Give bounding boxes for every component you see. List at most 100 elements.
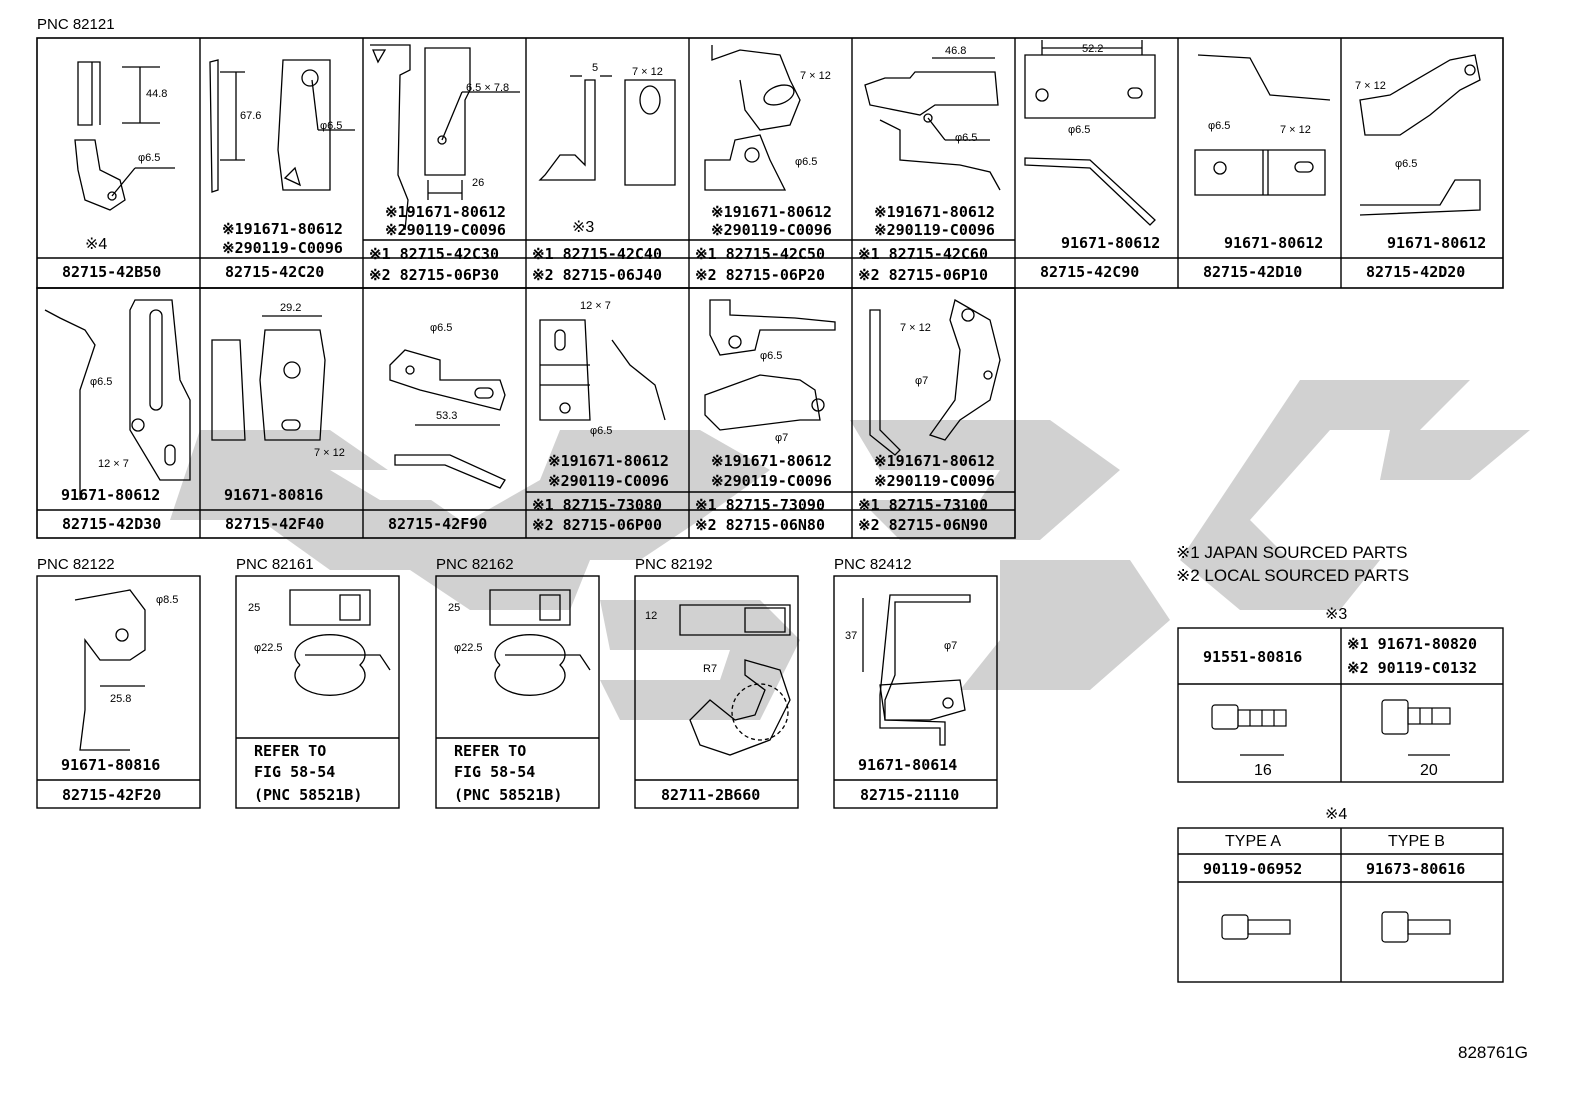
pnc-label: PNC 82162 <box>436 556 514 573</box>
dim-label: 25 <box>248 602 261 614</box>
dim-label: φ8.5 <box>156 594 179 606</box>
part-number[interactable]: 82715-42F40 <box>225 515 325 533</box>
part-number[interactable]: 82715-42B50 <box>62 263 162 281</box>
local-part-number[interactable]: ※2 82715-06N90 <box>858 516 988 534</box>
japan-part-number[interactable]: ※1 82715-42C50 <box>695 245 825 263</box>
japan-part-number[interactable]: ※1 82715-42C30 <box>369 245 499 263</box>
japan-part-number[interactable]: ※1 82715-73100 <box>858 496 988 514</box>
japan-part-number[interactable]: ※1 82715-73080 <box>532 496 662 514</box>
part-number[interactable]: 82715-42C90 <box>1040 263 1140 281</box>
local-part-number[interactable]: ※2 82715-06N80 <box>695 516 825 534</box>
bolt-note: 91671-80612 <box>1224 234 1324 252</box>
dim-label: 46.8 <box>945 45 967 57</box>
local-part-number[interactable]: ※2 82715-06P20 <box>695 266 825 284</box>
pnc-label: PNC 82412 <box>834 556 912 573</box>
bolt-note: ※290119-C0096 <box>711 221 832 239</box>
bolt-note: ※290119-C0096 <box>874 221 995 239</box>
japan-part-number[interactable]: ※1 82715-42C60 <box>858 245 988 263</box>
bolt-note: 91671-80612 <box>1387 234 1487 252</box>
dim-label: φ6.5 <box>795 156 818 168</box>
local-part-number[interactable]: ※2 82715-06P00 <box>532 516 662 534</box>
bolt-note: ※290119-C0096 <box>385 221 506 239</box>
table3-part[interactable]: 91551-80816 <box>1203 648 1303 666</box>
dim-label: 7 × 12 <box>314 447 345 459</box>
dim-label: 29.2 <box>280 302 302 314</box>
japan-part-number[interactable]: ※1 82715-42C40 <box>532 245 662 263</box>
bolt-note: 91671-80816 <box>224 486 324 504</box>
dim-label: φ6.5 <box>430 322 453 334</box>
part-number[interactable]: 82715-42D10 <box>1203 263 1303 281</box>
bolt-note: ※290119-C0096 <box>874 472 995 490</box>
dim-label: 25.8 <box>110 693 132 705</box>
dim-label: φ7 <box>944 640 958 652</box>
dim-label: φ6.5 <box>1208 120 1231 132</box>
pnc-label: PNC 82161 <box>236 556 314 573</box>
dim-label: 25 <box>448 602 461 614</box>
dim-label: 7 × 12 <box>900 322 931 334</box>
bolt-note: ※290119-C0096 <box>548 472 669 490</box>
part-number[interactable]: 82711-2B660 <box>661 786 761 804</box>
part-number[interactable]: 82715-42F90 <box>388 515 488 533</box>
dim-label: 44.8 <box>146 88 168 100</box>
part-number[interactable]: 82715-42F20 <box>62 786 162 804</box>
dim-label: 37 <box>845 630 858 642</box>
dim-label: R7 <box>703 663 718 675</box>
table4-title: ※4 <box>1325 806 1348 823</box>
part-number[interactable]: 82715-42D20 <box>1366 263 1466 281</box>
bolt-note: ※4 <box>85 236 108 253</box>
dim-label: 7 × 12 <box>1355 80 1386 92</box>
refer-line: REFER TO <box>254 742 327 760</box>
bolt-note: ※290119-C0096 <box>711 472 832 490</box>
table3-local-part[interactable]: ※2 90119-C0132 <box>1347 659 1477 677</box>
bolt-note: ※191671-80612 <box>711 203 832 221</box>
dim-label: φ7 <box>775 432 789 444</box>
bolt-note: ※191671-80612 <box>874 203 995 221</box>
dim-label: φ6.5 <box>90 376 113 388</box>
refer-fig-link[interactable]: FIG 58-54 <box>454 763 536 781</box>
pnc-label: PNC 82121 <box>37 16 115 33</box>
table3-japan-part[interactable]: ※1 91671-80820 <box>1347 635 1477 653</box>
part-number[interactable]: 82715-42C20 <box>225 263 325 281</box>
local-part-number[interactable]: ※2 82715-06J40 <box>532 266 662 284</box>
bolt-note: 91671-80816 <box>61 756 161 774</box>
bolt-note: ※3 <box>572 219 595 236</box>
local-part-number[interactable]: ※2 82715-06P10 <box>858 266 988 284</box>
dim-label: φ22.5 <box>254 642 283 654</box>
pnc-label: PNC 82192 <box>635 556 713 573</box>
dim-label: 12 × 7 <box>98 458 129 470</box>
table4-part-b[interactable]: 91673-80616 <box>1366 860 1466 878</box>
part-number[interactable]: 82715-21110 <box>860 786 960 804</box>
local-part-number[interactable]: ※2 82715-06P30 <box>369 266 499 284</box>
dim-label: φ6.5 <box>760 350 783 362</box>
bolt-note: 91671-80614 <box>858 756 958 774</box>
legend-japan: ※1 JAPAN SOURCED PARTS <box>1176 543 1408 562</box>
dim-label: φ6.5 <box>320 120 343 132</box>
dim-label: 67.6 <box>240 110 262 122</box>
figure-id: 828761G <box>1458 1043 1528 1062</box>
bolt-note: ※191671-80612 <box>874 452 995 470</box>
dim-label: 7 × 12 <box>1280 124 1311 136</box>
legend-local: ※2 LOCAL SOURCED PARTS <box>1176 566 1410 585</box>
dim-label: 7 × 12 <box>632 66 663 78</box>
dim-label: 52.2 <box>1082 43 1104 55</box>
bolt-note: ※191671-80612 <box>385 203 506 221</box>
refer-line: REFER TO <box>454 742 527 760</box>
pnc-label: PNC 82122 <box>37 556 115 573</box>
dim-label: φ6.5 <box>590 425 613 437</box>
table4-header-a: TYPE A <box>1225 833 1282 850</box>
dim-label: 26 <box>472 177 485 189</box>
dim-label: 12 <box>645 610 658 622</box>
table3-title: ※3 <box>1325 606 1348 623</box>
japan-part-number[interactable]: ※1 82715-73090 <box>695 496 825 514</box>
part-number[interactable]: 82715-42D30 <box>62 515 162 533</box>
bolt-note: 91671-80612 <box>61 486 161 504</box>
table4-header-b: TYPE B <box>1388 833 1445 850</box>
refer-fig-link[interactable]: FIG 58-54 <box>254 763 336 781</box>
dim-label: φ6.5 <box>1068 124 1091 136</box>
dim-label: 7 × 12 <box>800 70 831 82</box>
table4-part-a[interactable]: 90119-06952 <box>1203 860 1303 878</box>
dim-label: 6.5 × 7.8 <box>466 82 510 94</box>
